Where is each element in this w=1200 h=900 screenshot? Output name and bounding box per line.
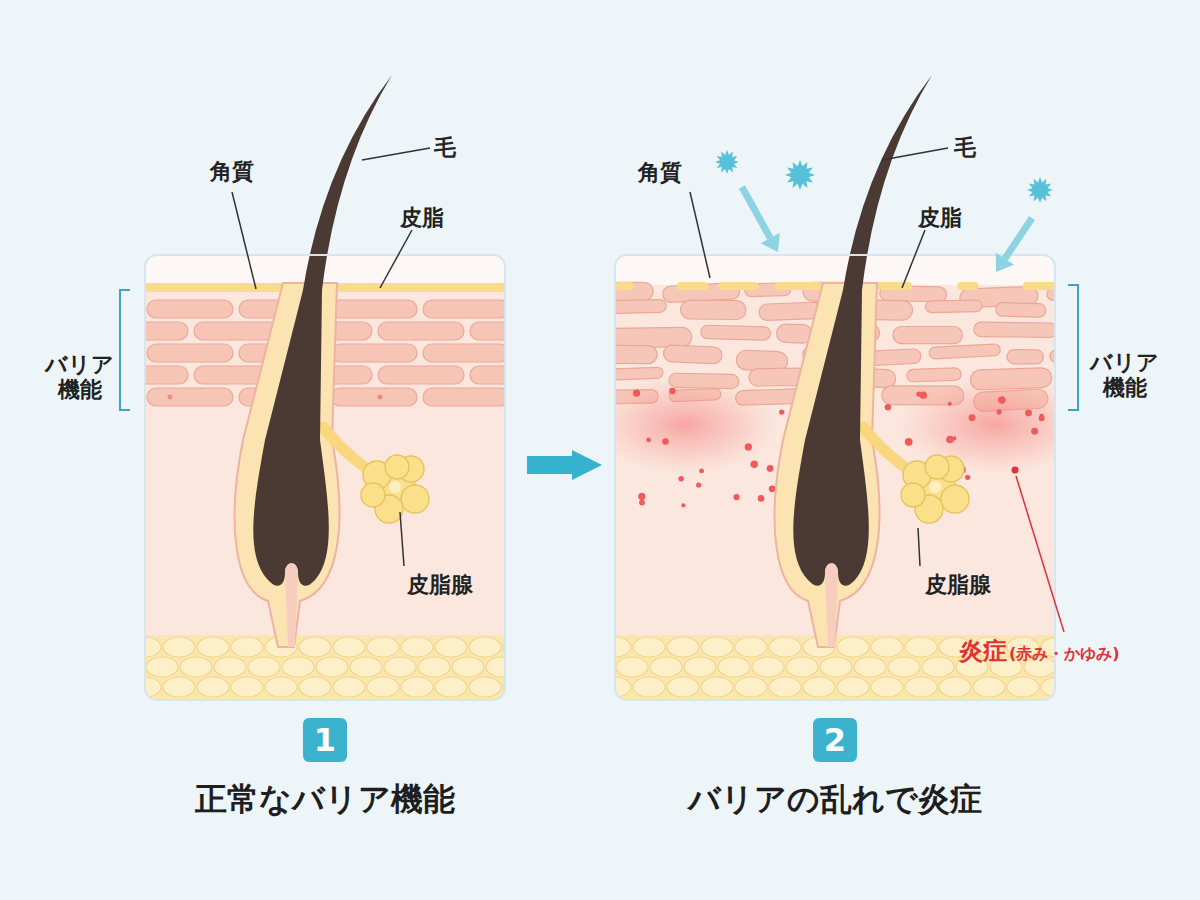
flow-arrow [527, 456, 575, 474]
barrier-label: バリア機能 [1090, 350, 1160, 401]
hair [253, 75, 392, 586]
irritants [715, 150, 1053, 272]
part-label: 皮脂 [918, 205, 962, 230]
dermis [145, 255, 505, 700]
callout-number: 1 [303, 718, 347, 762]
skin-section [590, 75, 1102, 700]
callout-number: 2 [813, 718, 857, 762]
skin-panel: 2バリアの乱れで炎症 [615, 255, 1055, 700]
part-label: 毛 [954, 135, 976, 160]
hair [793, 75, 932, 586]
leader-lines [120, 148, 1078, 632]
panel-caption: バリアの乱れで炎症 [688, 779, 982, 819]
skin-panel: 1正常なバリア機能 [145, 255, 505, 700]
barrier-bracket [120, 290, 130, 410]
part-label: 皮脂腺 [407, 572, 473, 597]
fat-layer [145, 635, 505, 700]
panel-frame [145, 255, 505, 700]
part-label: 角質 [638, 160, 682, 185]
barrier-label: バリア機能 [45, 352, 115, 403]
barrier-bracket [1068, 285, 1078, 410]
inflammation-label: 炎症 [959, 638, 1007, 666]
panel-caption: 正常なバリア機能 [195, 779, 455, 819]
part-label: 毛 [434, 135, 456, 160]
panel-frame [615, 255, 1055, 700]
sebaceous-gland [901, 455, 969, 523]
part-label: 角質 [210, 159, 254, 184]
symptom-note: (赤み・かゆみ) [1009, 645, 1120, 663]
part-label: 皮脂 [400, 205, 444, 230]
skin-section [102, 75, 556, 700]
sebaceous-gland [361, 455, 429, 523]
part-label: 皮脂腺 [925, 572, 991, 597]
